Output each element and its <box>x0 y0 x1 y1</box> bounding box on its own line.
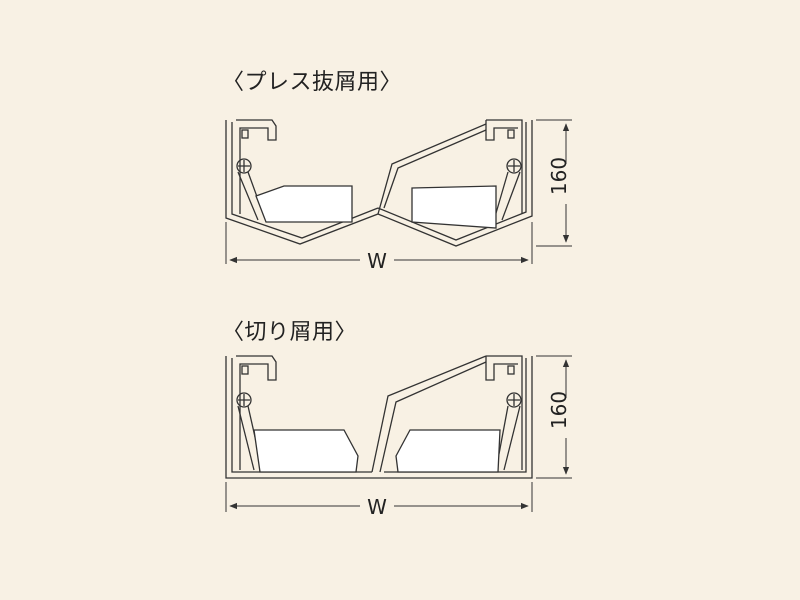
press-hook-slot-right <box>507 129 515 139</box>
cutting-slope-inner <box>379 361 487 473</box>
press-pivot-left <box>236 158 252 174</box>
cutting-hook-right <box>485 355 523 470</box>
section-title-press: 〈プレス抜屑用〉 <box>222 70 403 95</box>
cutting-hook-left <box>236 355 277 470</box>
press-arm-right <box>493 171 521 221</box>
press-width-label: W <box>367 249 387 273</box>
cutting-pivot-right <box>506 392 522 408</box>
press-chip-left <box>255 185 353 223</box>
press-hook-right <box>485 119 523 214</box>
cutting-slope-outer <box>371 355 487 473</box>
cutting-outer-frame <box>225 356 533 479</box>
press-height-label: 160 <box>547 157 571 195</box>
press-hook-slot-left <box>241 129 249 139</box>
press-slope-inner <box>383 129 487 209</box>
press-chip-right <box>411 185 497 229</box>
cutting-chip-left <box>253 429 359 473</box>
press-slope-outer <box>377 123 487 215</box>
cutting-height-label: 160 <box>547 391 571 429</box>
cutting-width-label: W <box>367 495 387 519</box>
cutting-pivot-left <box>236 392 252 408</box>
press-hook-left <box>236 119 277 214</box>
press-tray-drawing <box>225 119 533 247</box>
section-title-cutting: 〈切り屑用〉 <box>222 320 358 345</box>
cutting-tray-drawing <box>225 355 533 479</box>
press-inner-left <box>231 122 379 239</box>
press-pivot-right <box>506 158 522 174</box>
cutting-chip-right <box>395 429 501 473</box>
